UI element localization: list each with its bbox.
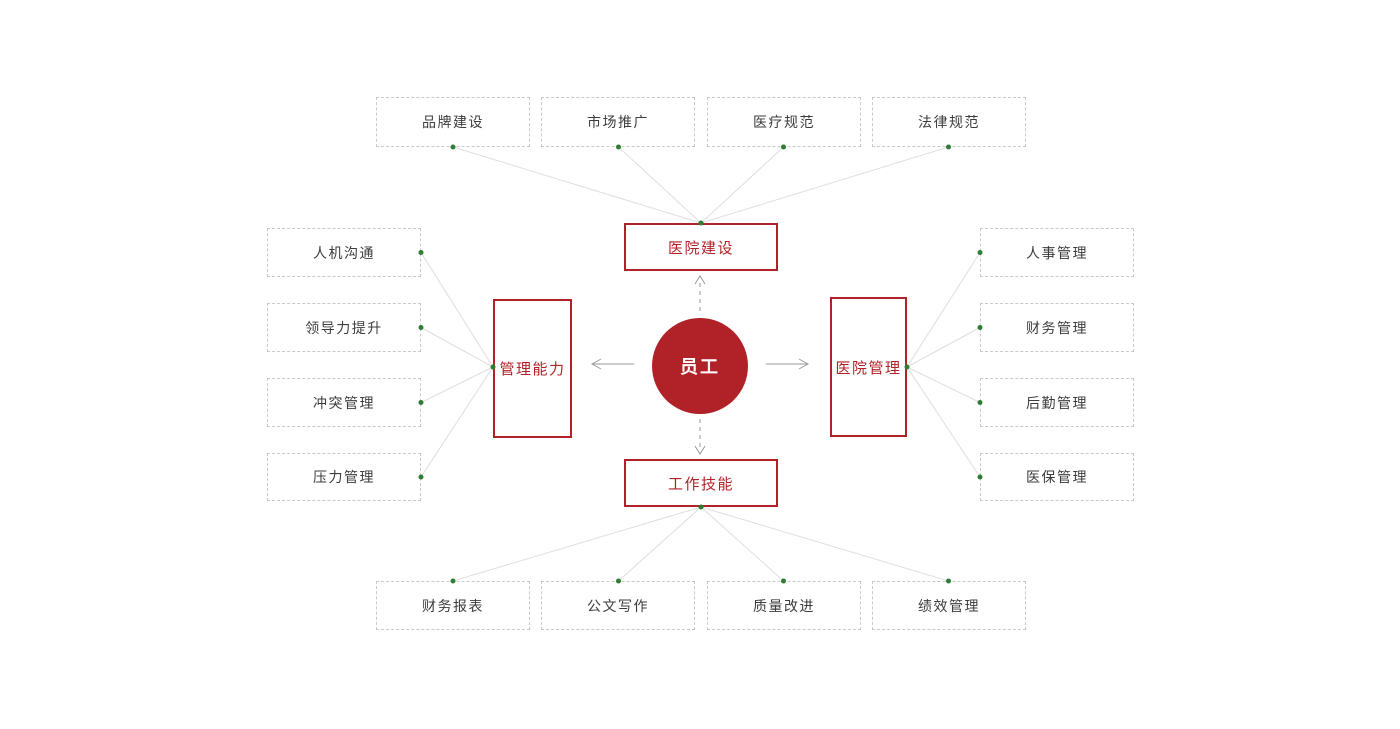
leaf-node-medical-standards: 医疗规范: [707, 97, 861, 147]
leaf-node-label: 人机沟通: [313, 244, 375, 261]
branch-node-label: 医院管理: [835, 359, 902, 377]
leaf-node-label: 品牌建设: [422, 114, 484, 130]
arrow-left-icon: [590, 358, 602, 370]
branch-node-work-skills: 工作技能: [624, 459, 778, 507]
leaf-node-label: 后勤管理: [1026, 394, 1088, 411]
leaf-node-logistics-management: 后勤管理: [980, 378, 1134, 427]
center-node-label: 员工: [680, 357, 720, 377]
arrow-down-icon: [694, 445, 706, 455]
leaf-node-label: 医保管理: [1026, 469, 1088, 485]
branch-node-label: 工作技能: [667, 475, 734, 493]
connector-line: [618, 506, 702, 582]
leaf-node-label: 压力管理: [313, 469, 375, 485]
leaf-node-label: 绩效管理: [918, 597, 980, 614]
leaf-node-label: 医疗规范: [753, 114, 815, 130]
branch-node-label: 医院建设: [667, 239, 734, 257]
branch-node-hospital-management: 医院管理: [830, 297, 907, 437]
leaf-node-interpersonal-communication: 人机沟通: [267, 228, 421, 277]
leaf-node-label: 领导力提升: [305, 319, 383, 336]
leaf-node-market-promotion: 市场推广: [541, 97, 695, 147]
center-node-employee: 员工: [652, 318, 748, 414]
leaf-node-brand-building: 品牌建设: [376, 97, 530, 147]
connector-line: [420, 327, 494, 368]
leaf-node-hr-management: 人事管理: [980, 228, 1134, 277]
leaf-node-label: 法律规范: [918, 114, 980, 130]
connector-line: [452, 146, 702, 224]
leaf-node-label: 冲突管理: [313, 394, 375, 411]
leaf-node-stress-management: 压力管理: [267, 453, 421, 501]
leaf-node-label: 质量改进: [753, 597, 815, 614]
connector-line: [420, 366, 494, 403]
bottom-branch-fan-lines: [452, 506, 949, 582]
leaf-node-legal-standards: 法律规范: [872, 97, 1026, 147]
leaf-node-official-writing: 公文写作: [541, 581, 695, 630]
connector-line: [452, 506, 702, 582]
branch-node-hospital-construction: 医院建设: [624, 223, 778, 271]
connector-line: [700, 146, 784, 224]
connector-line: [906, 366, 981, 403]
connector-line: [906, 327, 981, 368]
leaf-node-quality-improvement: 质量改进: [707, 581, 861, 630]
leaf-node-medical-insurance-management: 医保管理: [980, 453, 1134, 501]
right-branch-fan-lines: [906, 252, 981, 478]
leaf-node-financial-reports: 财务报表: [376, 581, 530, 630]
leaf-node-label: 财务报表: [422, 597, 484, 614]
connector-line: [700, 506, 949, 582]
arrow-right-icon: [798, 358, 810, 370]
leaf-node-conflict-management: 冲突管理: [267, 378, 421, 427]
connector-line: [906, 366, 981, 478]
leaf-node-financial-management: 财务管理: [980, 303, 1134, 352]
left-branch-fan-lines: [420, 252, 494, 478]
leaf-node-performance-management: 绩效管理: [872, 581, 1026, 630]
branch-node-management-ability: 管理能力: [493, 299, 572, 438]
connector-line: [618, 146, 702, 224]
leaf-node-leadership-improvement: 领导力提升: [267, 303, 421, 352]
leaf-node-label: 人事管理: [1026, 244, 1088, 261]
leaf-node-label: 财务管理: [1026, 319, 1088, 336]
leaf-node-label: 市场推广: [587, 114, 649, 130]
top-branch-fan-lines: [452, 146, 949, 224]
connector-line: [700, 506, 784, 582]
connector-line: [906, 252, 981, 368]
branch-node-label: 管理能力: [499, 361, 566, 378]
connector-line: [420, 252, 494, 368]
arrow-up-icon: [694, 275, 706, 285]
connector-line: [420, 366, 494, 478]
connector-line: [700, 146, 949, 224]
leaf-node-label: 公文写作: [587, 597, 649, 614]
